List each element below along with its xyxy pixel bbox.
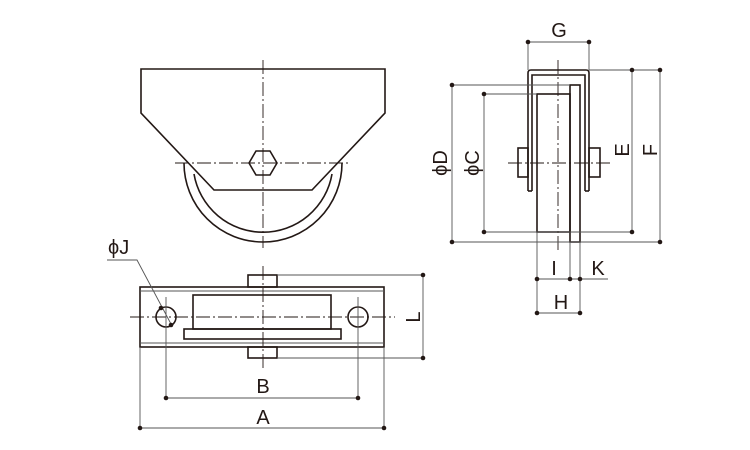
bolt-head-top (247, 274, 278, 288)
wheel-flange (569, 84, 581, 243)
dim-label-J: ϕJ (108, 237, 129, 259)
front-view (140, 60, 386, 248)
bolt-nut (588, 147, 601, 178)
dim-J-leader (107, 259, 172, 325)
dim-label-H: H (554, 292, 568, 314)
dim-label-F: F (640, 144, 662, 156)
wheel-flange (183, 328, 342, 340)
bottom-view: L B A ϕJ (107, 237, 426, 431)
dim-label-I: I (551, 258, 557, 280)
dim-label-E: E (612, 143, 634, 156)
dim-label-D: ϕD (430, 150, 452, 176)
dim-label-A: A (256, 407, 270, 429)
bracket-outer (527, 69, 590, 191)
dim-label-G: G (551, 20, 567, 42)
dim-label-B: B (256, 376, 269, 398)
dim-label-C: ϕC (462, 150, 484, 176)
dim-label-L: L (403, 311, 425, 322)
dim-label-K: K (591, 258, 605, 280)
bolt-head (517, 147, 529, 178)
bolt-nut-bottom (247, 346, 278, 359)
wheel-housing (192, 294, 332, 330)
side-view: G ϕD ϕC E F I K H (430, 20, 663, 316)
bracket-inner (531, 74, 586, 191)
top-plate-bracket (140, 68, 386, 191)
